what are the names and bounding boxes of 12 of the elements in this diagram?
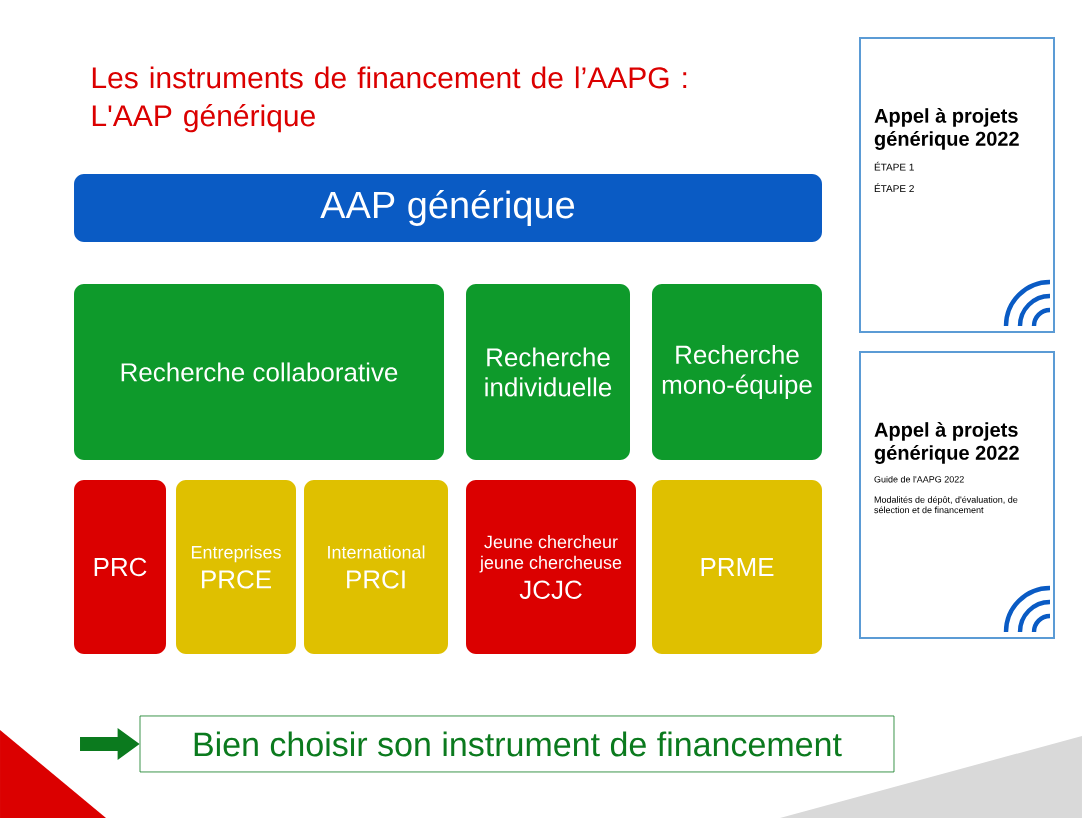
instrument-box: Entreprises PRCE (176, 479, 296, 654)
instrument-box: PRME (652, 479, 822, 654)
category-box: Recherche individuelle (466, 284, 630, 460)
header-bar: AAP générique (74, 174, 822, 242)
callout-box: Bien choisir son instrument de financement (139, 715, 895, 773)
instrument-box: International PRCI (304, 479, 448, 654)
category-box: Recherche mono-équipe (652, 284, 822, 460)
instrument-box: PRC (74, 479, 166, 654)
arrow (80, 727, 140, 760)
title-text: Les instruments de financement de l’AAPG : L'AAP générique (92, 66, 687, 133)
instrument-box: Jeune chercheur jeune chercheuse JCJC (466, 479, 636, 654)
category-box: Recherche collaborative (74, 284, 444, 460)
